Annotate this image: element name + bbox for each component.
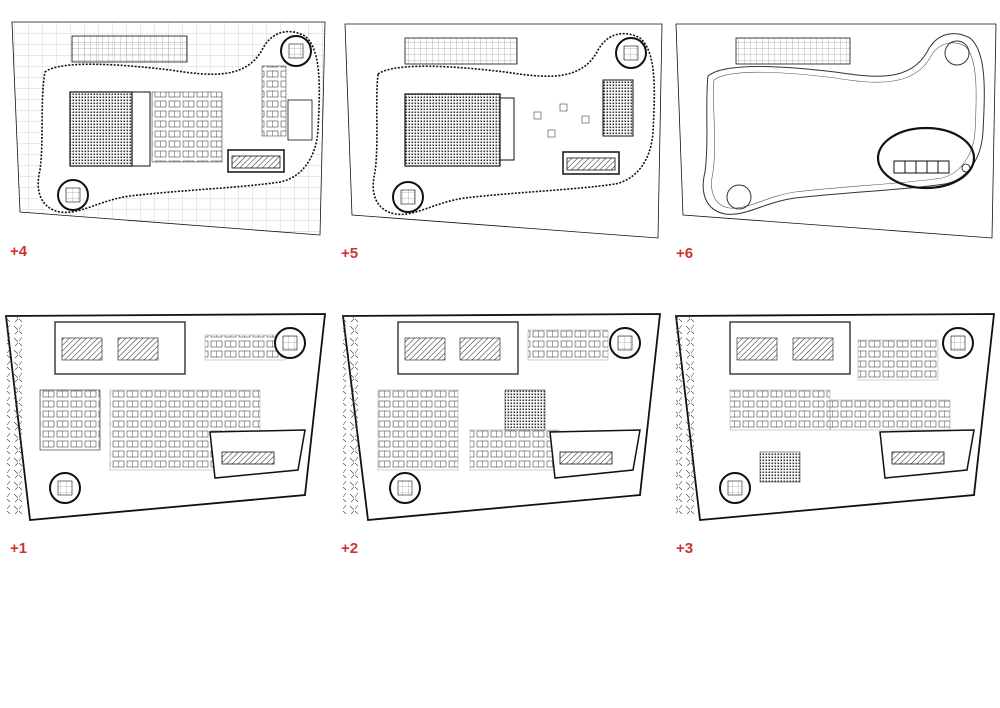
floor-label-plus-6: +6	[676, 245, 693, 262]
plan-6-drawing	[675, 23, 997, 239]
floor-label-plus-2: +2	[341, 540, 358, 557]
plan-2-drawing	[341, 313, 662, 521]
floor-label-plus-4: +4	[10, 243, 28, 260]
plan-1-drawing	[4, 313, 327, 521]
floor-label-plus-5: +5	[341, 245, 358, 262]
floor-label-plus-3: +3	[676, 540, 693, 557]
plan-4-drawing	[11, 21, 326, 236]
floor-label-plus-1: +1	[10, 540, 27, 557]
plan-3-drawing	[674, 313, 996, 521]
plan-5-drawing	[344, 23, 663, 239]
